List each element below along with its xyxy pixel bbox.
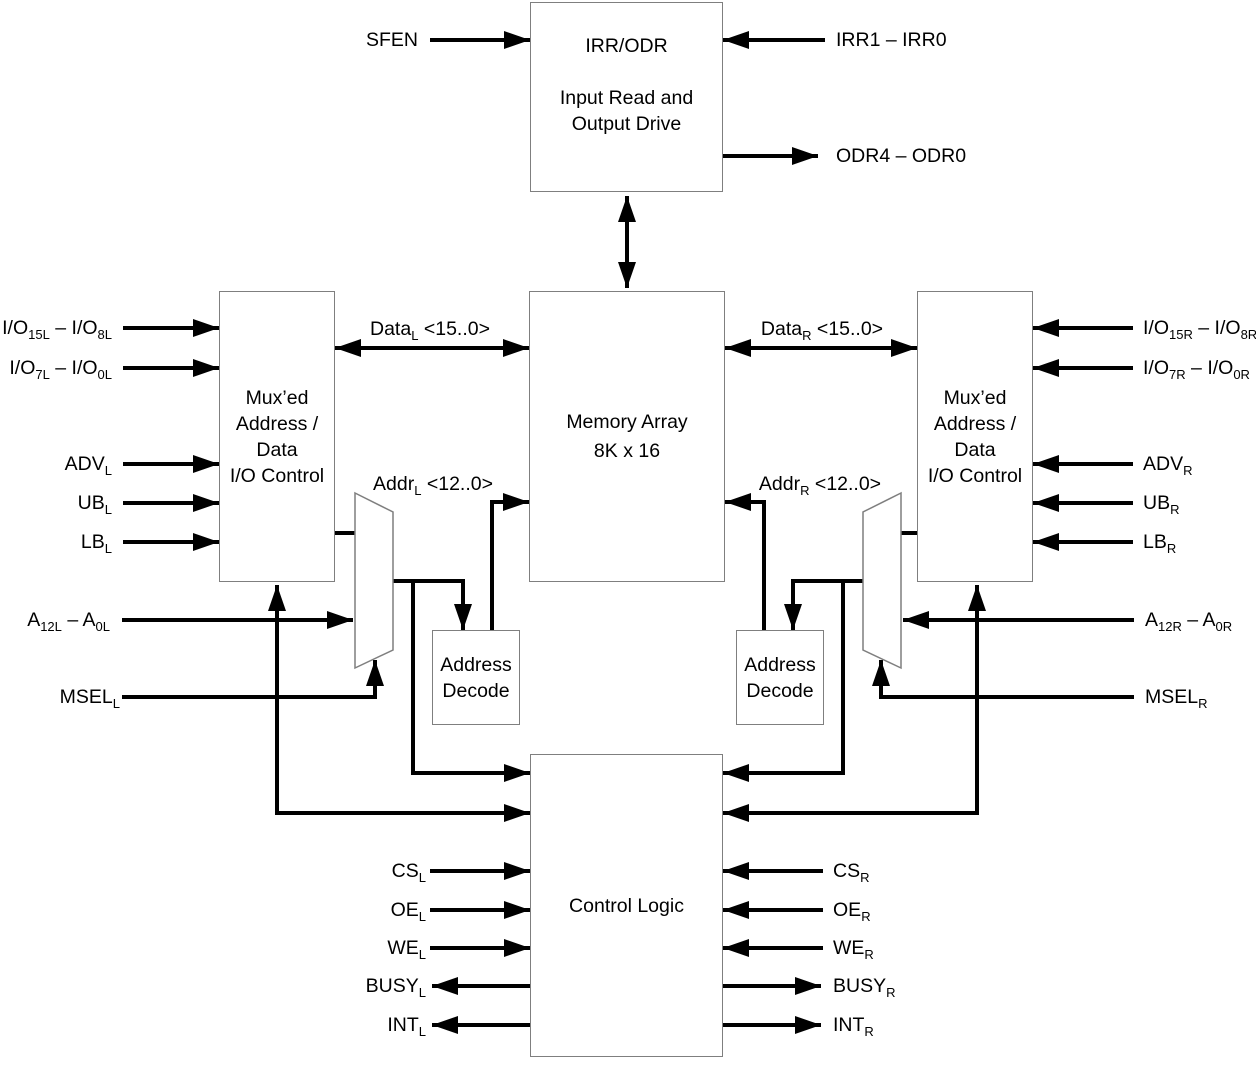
mux-io-right-line2: Address / <box>933 412 1017 435</box>
label-int-left: INTL <box>387 1014 426 1039</box>
memory-array-size: 8K x 16 <box>593 439 661 462</box>
label-msel-right: MSELR <box>1145 686 1208 711</box>
label-adv-left: ADVL <box>64 453 112 478</box>
wire-mux-decode-right <box>784 579 863 630</box>
mux-io-left-line3: Data <box>256 438 298 461</box>
label-cs-right: CSR <box>833 860 870 885</box>
block-address-decode-right: Address Decode <box>736 630 824 725</box>
label-busy-left: BUSYL <box>365 975 426 1000</box>
memory-array-title: Memory Array <box>566 410 688 433</box>
wire-msel-left <box>122 660 384 699</box>
label-odr: ODR4 – ODR0 <box>836 145 967 167</box>
mux-io-right-line3: Data <box>954 438 996 461</box>
wire-mux-decode-left <box>393 579 472 630</box>
label-io-7-0-left: I/O7L – I/O0L <box>9 357 112 382</box>
address-mux-left <box>354 491 394 670</box>
label-a-left: A12L – A0L <box>27 609 110 634</box>
block-control-logic: Control Logic <box>530 754 723 1057</box>
mux-io-left-line4: I/O Control <box>229 464 325 487</box>
address-decode-left-line1: Address <box>440 653 512 676</box>
address-decode-right-line2: Decode <box>746 679 814 702</box>
label-sfen: SFEN <box>365 29 418 51</box>
control-logic-title: Control Logic <box>569 894 684 917</box>
label-we-right: WER <box>833 937 874 962</box>
wire-decode-memory-left <box>490 493 529 630</box>
mux-io-left-line1: Mux’ed <box>245 386 309 409</box>
label-cs-left: CSL <box>391 860 426 885</box>
label-ub-right: UBR <box>1143 492 1180 517</box>
wire-decode-memory-right <box>725 493 766 630</box>
label-busy-right: BUSYR <box>833 975 896 1000</box>
irr-odr-subtitle-2: Output Drive <box>571 113 682 135</box>
label-lb-right: LBR <box>1143 531 1177 556</box>
label-msel-left: MSELL <box>59 686 120 711</box>
label-io-15-8-left: I/O15L – I/O8L <box>2 317 112 342</box>
label-addr-left: AddrL <12..0> <box>372 473 494 498</box>
label-data-left: DataL <15..0> <box>369 318 491 343</box>
block-irr-odr: IRR/ODR Input Read and Output Drive <box>530 2 723 192</box>
address-mux-right <box>862 491 902 670</box>
irr-odr-subtitle-1: Input Read and <box>559 87 694 109</box>
block-mux-io-control-left: Mux’ed Address / Data I/O Control <box>219 291 335 582</box>
label-int-right: INTR <box>833 1014 874 1039</box>
mux-io-right-line1: Mux’ed <box>943 386 1007 409</box>
label-adv-right: ADVR <box>1143 453 1193 478</box>
mux-io-right-line4: I/O Control <box>927 464 1023 487</box>
label-addr-right: AddrR <12..0> <box>758 473 882 498</box>
label-we-left: WEL <box>387 937 426 962</box>
label-lb-left: LBL <box>80 531 112 556</box>
label-irr: IRR1 – IRR0 <box>836 29 947 51</box>
label-oe-right: OER <box>833 899 871 924</box>
irr-odr-title: IRR/ODR <box>585 35 668 57</box>
block-memory-array: Memory Array 8K x 16 <box>529 291 725 582</box>
address-decode-right-line1: Address <box>744 653 816 676</box>
label-a-right: A12R – A0R <box>1145 609 1233 634</box>
label-data-right: DataR <15..0> <box>760 318 884 343</box>
block-mux-io-control-right: Mux’ed Address / Data I/O Control <box>917 291 1033 582</box>
block-address-decode-left: Address Decode <box>432 630 520 725</box>
label-ub-left: UBL <box>77 492 112 517</box>
label-oe-left: OEL <box>390 899 426 924</box>
mux-io-left-line2: Address / <box>235 412 319 435</box>
wire-msel-right <box>872 660 1134 699</box>
wire-control-muxblock-right <box>723 585 986 822</box>
wire-control-muxblock-left <box>268 585 530 822</box>
label-io-7-0-right: I/O7R – I/O0R <box>1143 357 1250 382</box>
label-io-15-8-right: I/O15R – I/O8R <box>1143 317 1256 342</box>
address-decode-left-line2: Decode <box>442 679 510 702</box>
